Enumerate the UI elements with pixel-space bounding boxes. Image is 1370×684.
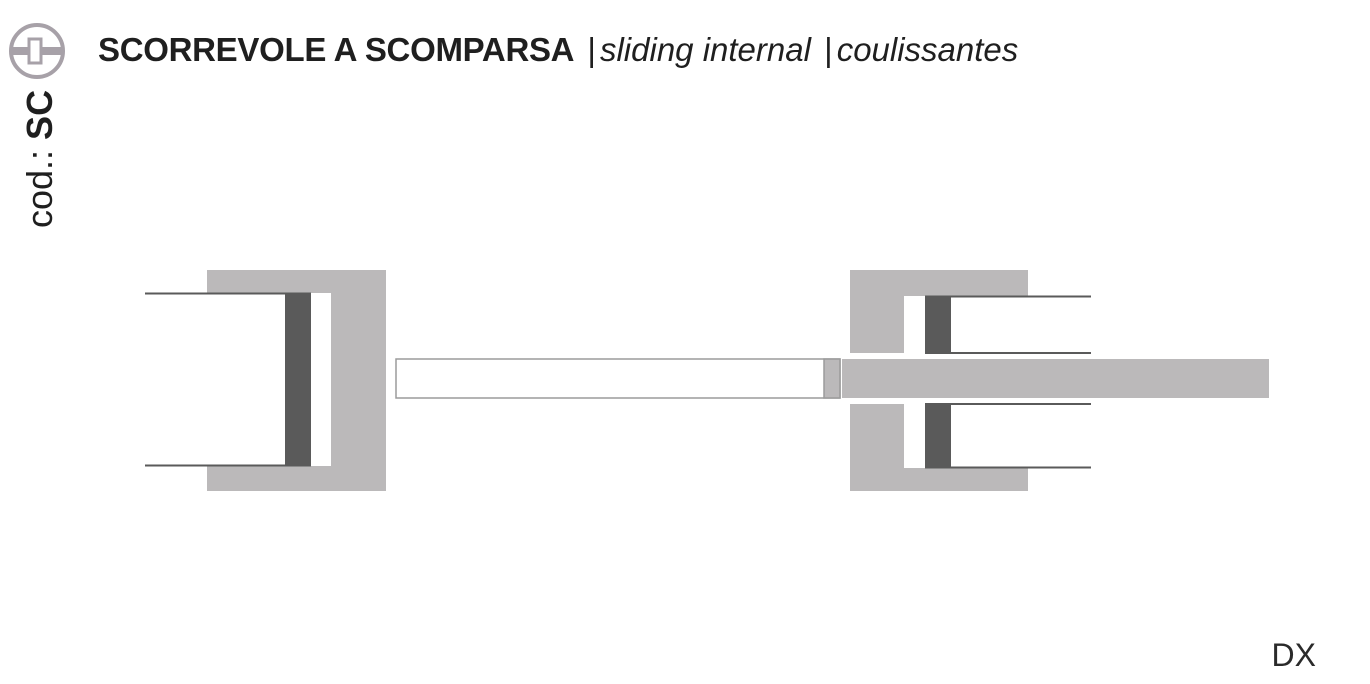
right-frame-bottom — [850, 404, 1028, 491]
page-title: SCORREVOLE A SCOMPARSA |sliding internal… — [98, 30, 1018, 70]
title-main: SCORREVOLE A SCOMPARSA — [98, 31, 575, 68]
door-leaf-panel — [395, 358, 841, 399]
right-frame-top — [850, 270, 1028, 353]
sliding-door-symbol-icon — [9, 23, 65, 79]
title-separator: | — [824, 31, 833, 68]
right-pocket-section — [842, 270, 1269, 491]
left-wall-section — [145, 270, 386, 491]
opening-side-label: DX — [1271, 637, 1316, 673]
door-leaf — [395, 358, 841, 399]
door-leaf-edge — [823, 358, 841, 399]
right-jamb-strip-top — [925, 296, 951, 353]
title-english: sliding internal — [599, 31, 811, 68]
title-french: coulissantes — [836, 31, 1019, 68]
left-wall-block — [207, 270, 386, 491]
right-jamb-strip-bottom — [925, 404, 951, 468]
pocket-wall-band — [842, 359, 1269, 398]
title-separator: | — [587, 31, 596, 68]
left-jamb-strip — [285, 293, 311, 466]
